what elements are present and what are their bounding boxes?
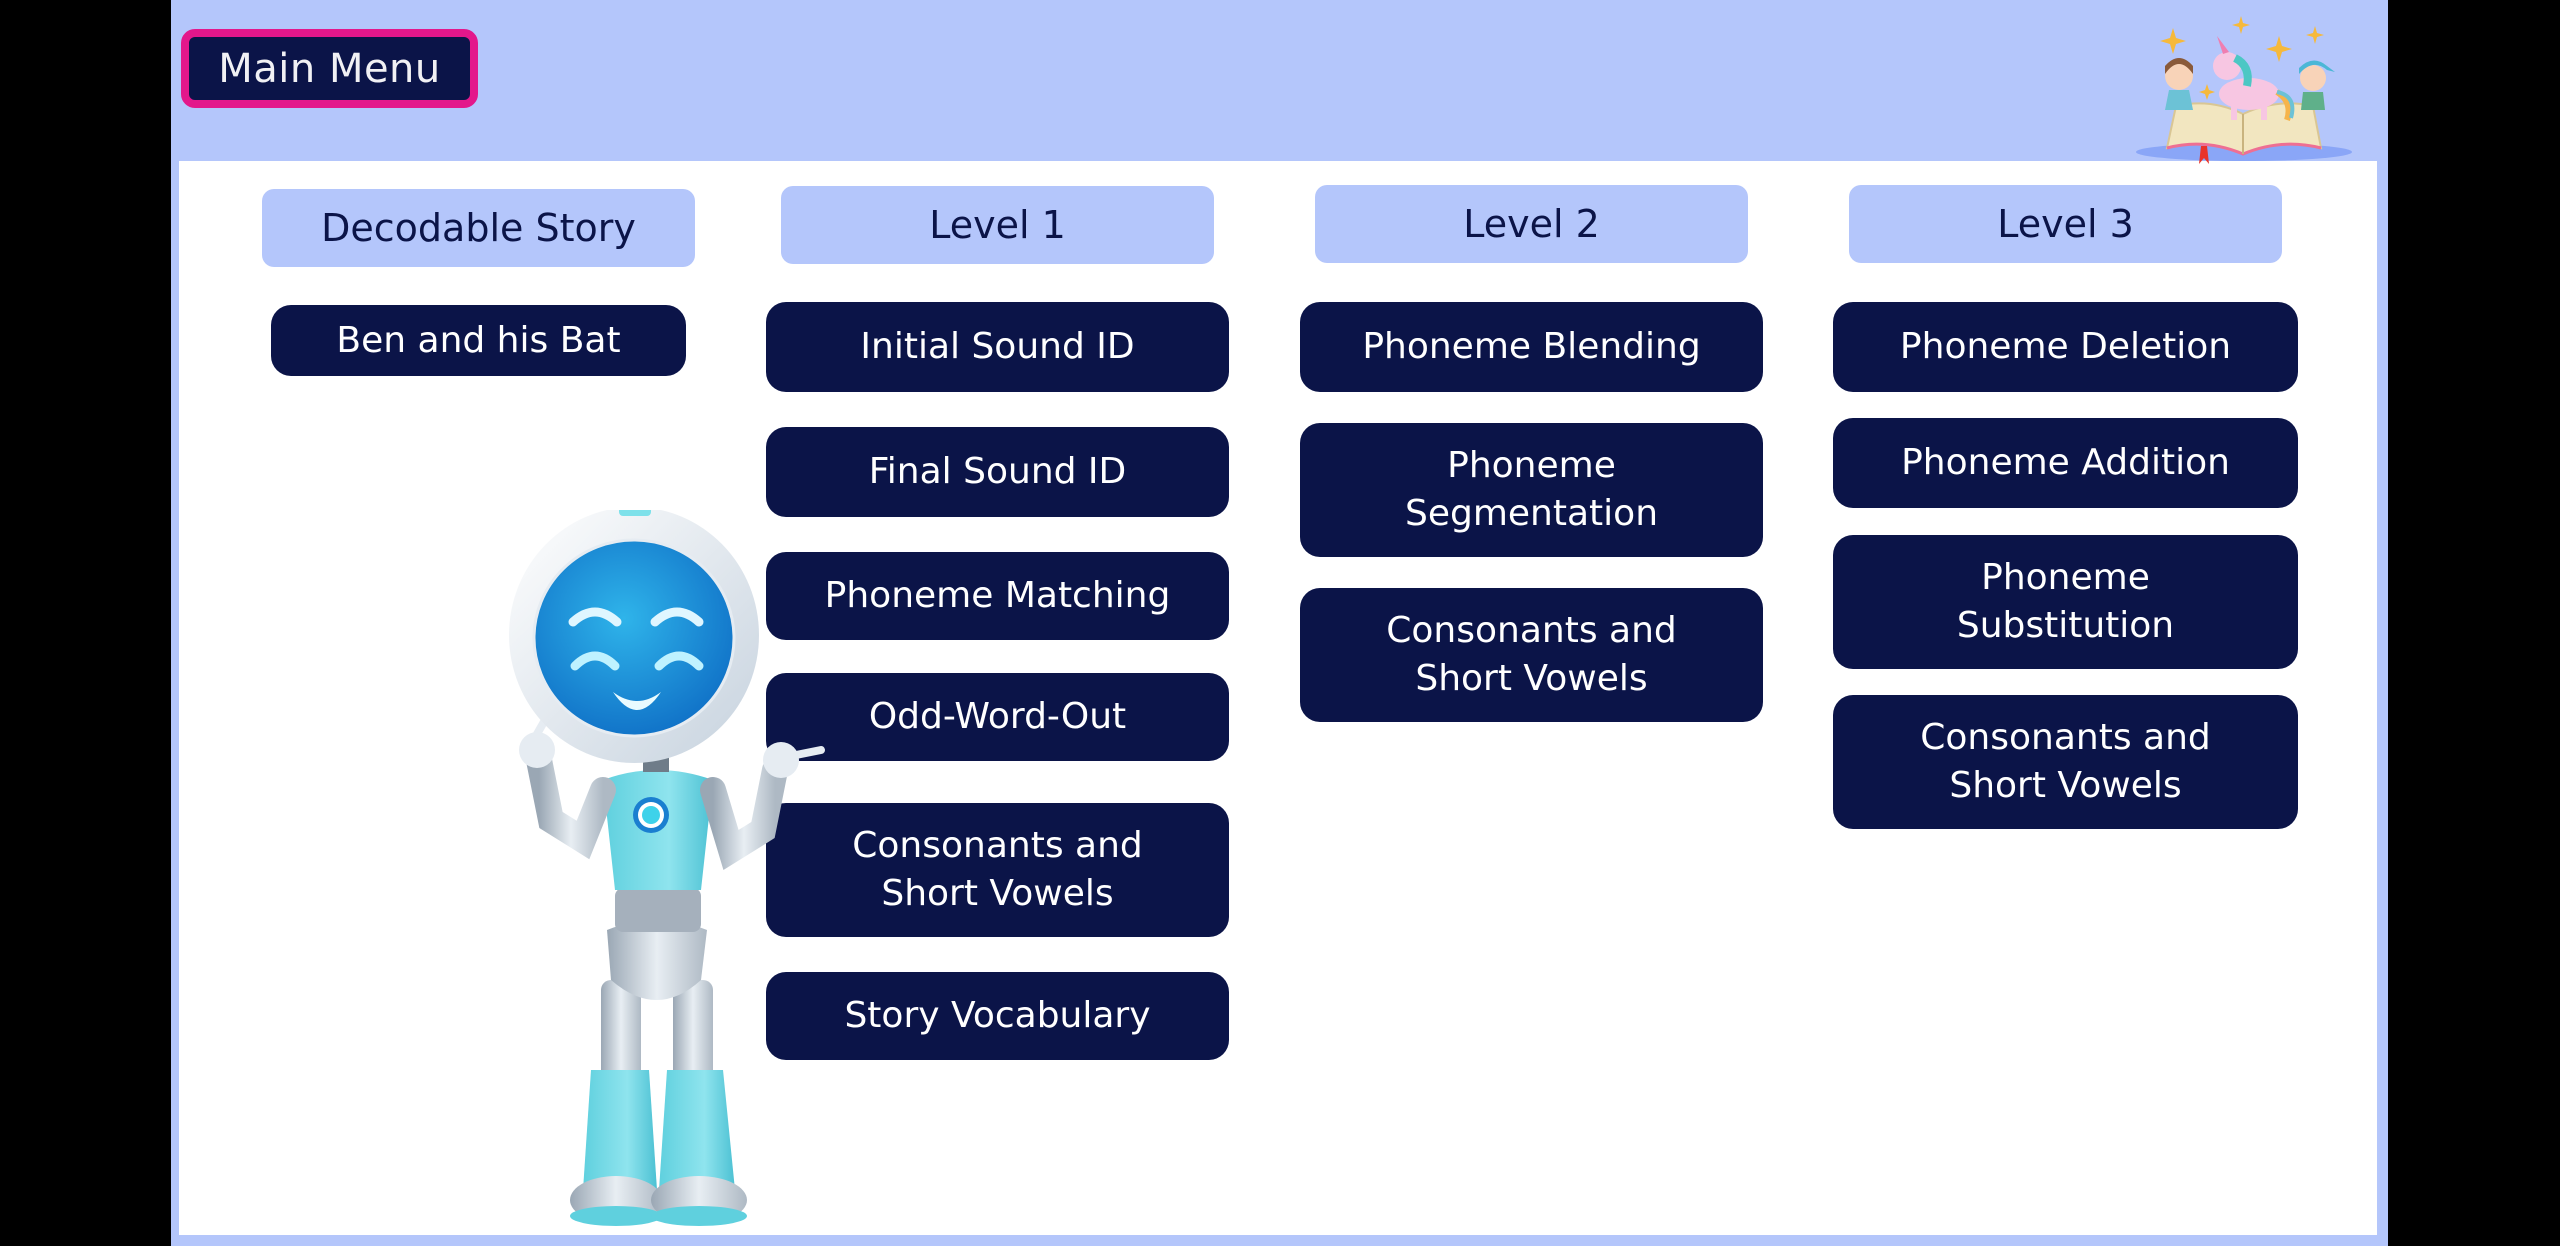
button-label: Phoneme Segmentation xyxy=(1404,445,1659,534)
level2-phoneme-blending-button[interactable]: Phoneme Blending xyxy=(1300,302,1763,392)
level1-consonants-short-vowels-button[interactable]: Consonants and Short Vowels xyxy=(766,803,1229,937)
button-label: Initial Sound ID xyxy=(860,326,1135,367)
level1-initial-sound-id-button[interactable]: Initial Sound ID xyxy=(766,302,1229,392)
button-label: Phoneme Matching xyxy=(824,575,1171,616)
column-header-level-3: Level 3 xyxy=(1849,185,2282,263)
level1-odd-word-out-button[interactable]: Odd-Word-Out xyxy=(766,673,1229,761)
level1-phoneme-matching-button[interactable]: Phoneme Matching xyxy=(766,552,1229,640)
button-label: Odd-Word-Out xyxy=(868,696,1127,737)
storybook-logo-icon xyxy=(2136,16,2352,164)
column-header-level-1: Level 1 xyxy=(781,186,1214,264)
level1-final-sound-id-button[interactable]: Final Sound ID xyxy=(766,427,1229,517)
level3-phoneme-deletion-button[interactable]: Phoneme Deletion xyxy=(1833,302,2298,392)
button-label: Phoneme Substitution xyxy=(1956,557,2175,646)
button-label: Phoneme Deletion xyxy=(1899,326,2232,367)
level2-phoneme-segmentation-button[interactable]: Phoneme Segmentation xyxy=(1300,423,1763,557)
button-label: Ben and his Bat xyxy=(336,319,621,361)
level3-consonants-short-vowels-button[interactable]: Consonants and Short Vowels xyxy=(1833,695,2298,829)
story-ben-and-his-bat-button[interactable]: Ben and his Bat xyxy=(271,305,686,376)
robot-mascot-icon xyxy=(509,510,825,1226)
column-header-decodable-story: Decodable Story xyxy=(262,189,695,267)
main-menu-label: Main Menu xyxy=(218,45,441,92)
column-header-label: Level 1 xyxy=(929,203,1066,247)
level3-phoneme-substitution-button[interactable]: Phoneme Substitution xyxy=(1833,535,2298,669)
level1-story-vocabulary-button[interactable]: Story Vocabulary xyxy=(766,972,1229,1060)
column-header-label: Level 3 xyxy=(1997,202,2134,246)
button-label: Final Sound ID xyxy=(868,451,1127,492)
button-label: Phoneme Blending xyxy=(1362,326,1701,367)
button-label: Story Vocabulary xyxy=(844,995,1151,1036)
column-header-label: Decodable Story xyxy=(321,206,636,250)
main-menu-button[interactable]: Main Menu xyxy=(181,29,478,108)
button-label: Phoneme Addition xyxy=(1901,442,2230,483)
level2-consonants-short-vowels-button[interactable]: Consonants and Short Vowels xyxy=(1300,588,1763,722)
button-label: Consonants and Short Vowels xyxy=(1920,717,2211,806)
level3-phoneme-addition-button[interactable]: Phoneme Addition xyxy=(1833,418,2298,508)
slide-canvas: Main Menu Decodable Story xyxy=(171,0,2388,1246)
button-label: Consonants and Short Vowels xyxy=(1386,610,1677,699)
button-label: Consonants and Short Vowels xyxy=(852,825,1143,914)
column-header-level-2: Level 2 xyxy=(1315,185,1748,263)
column-header-label: Level 2 xyxy=(1463,202,1600,246)
